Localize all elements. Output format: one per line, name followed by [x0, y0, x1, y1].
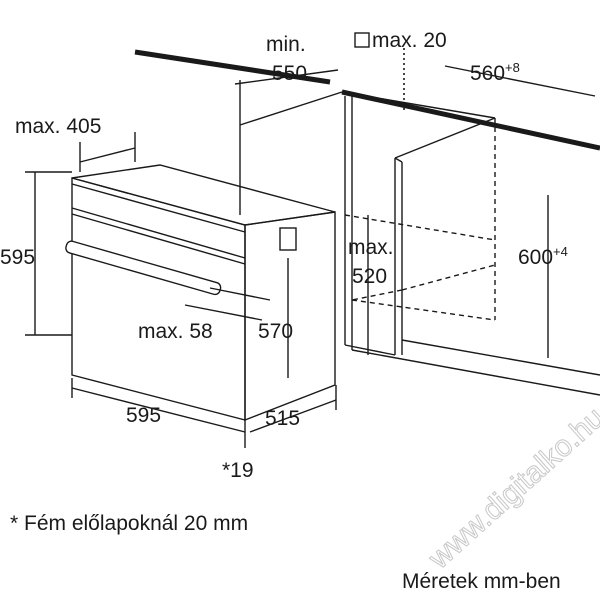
niche-depth-value: 520	[352, 265, 387, 288]
mounting-bracket	[279, 227, 297, 251]
body-depth-label: 515	[265, 407, 300, 430]
oven-body	[65, 164, 336, 422]
min-cabinet-label: min.	[266, 33, 306, 56]
dimension-lines	[25, 65, 596, 448]
worktop-front-edge	[341, 89, 600, 151]
square-symbol-icon	[354, 32, 370, 48]
front-thickness-label: *19	[222, 459, 254, 482]
oven-height-label: 595	[0, 246, 35, 269]
niche-width-label: 560+8	[470, 60, 520, 85]
max-gap-label: max. 20	[372, 29, 447, 52]
oven-front	[71, 177, 246, 421]
oven-depth-label: max. 405	[15, 115, 101, 138]
min-cabinet-value: 550	[272, 62, 307, 85]
cabinet-niche	[134, 48, 600, 396]
worktop-top-edge	[134, 49, 331, 85]
niche-height-label: 600+4	[518, 244, 568, 269]
oven-side	[244, 211, 336, 422]
niche-depth-label: max.	[348, 236, 394, 259]
oven-handle	[65, 240, 222, 296]
oven-width-label: 595	[126, 404, 161, 427]
footnote: * Fém előlapoknál 20 mm	[10, 512, 248, 535]
watermark-text: www.digitalko.hu	[422, 401, 600, 576]
body-height-label: 570	[258, 320, 293, 343]
units-note: Méretek mm-ben	[402, 570, 561, 593]
panel-inset-label: max. 58	[138, 320, 213, 343]
